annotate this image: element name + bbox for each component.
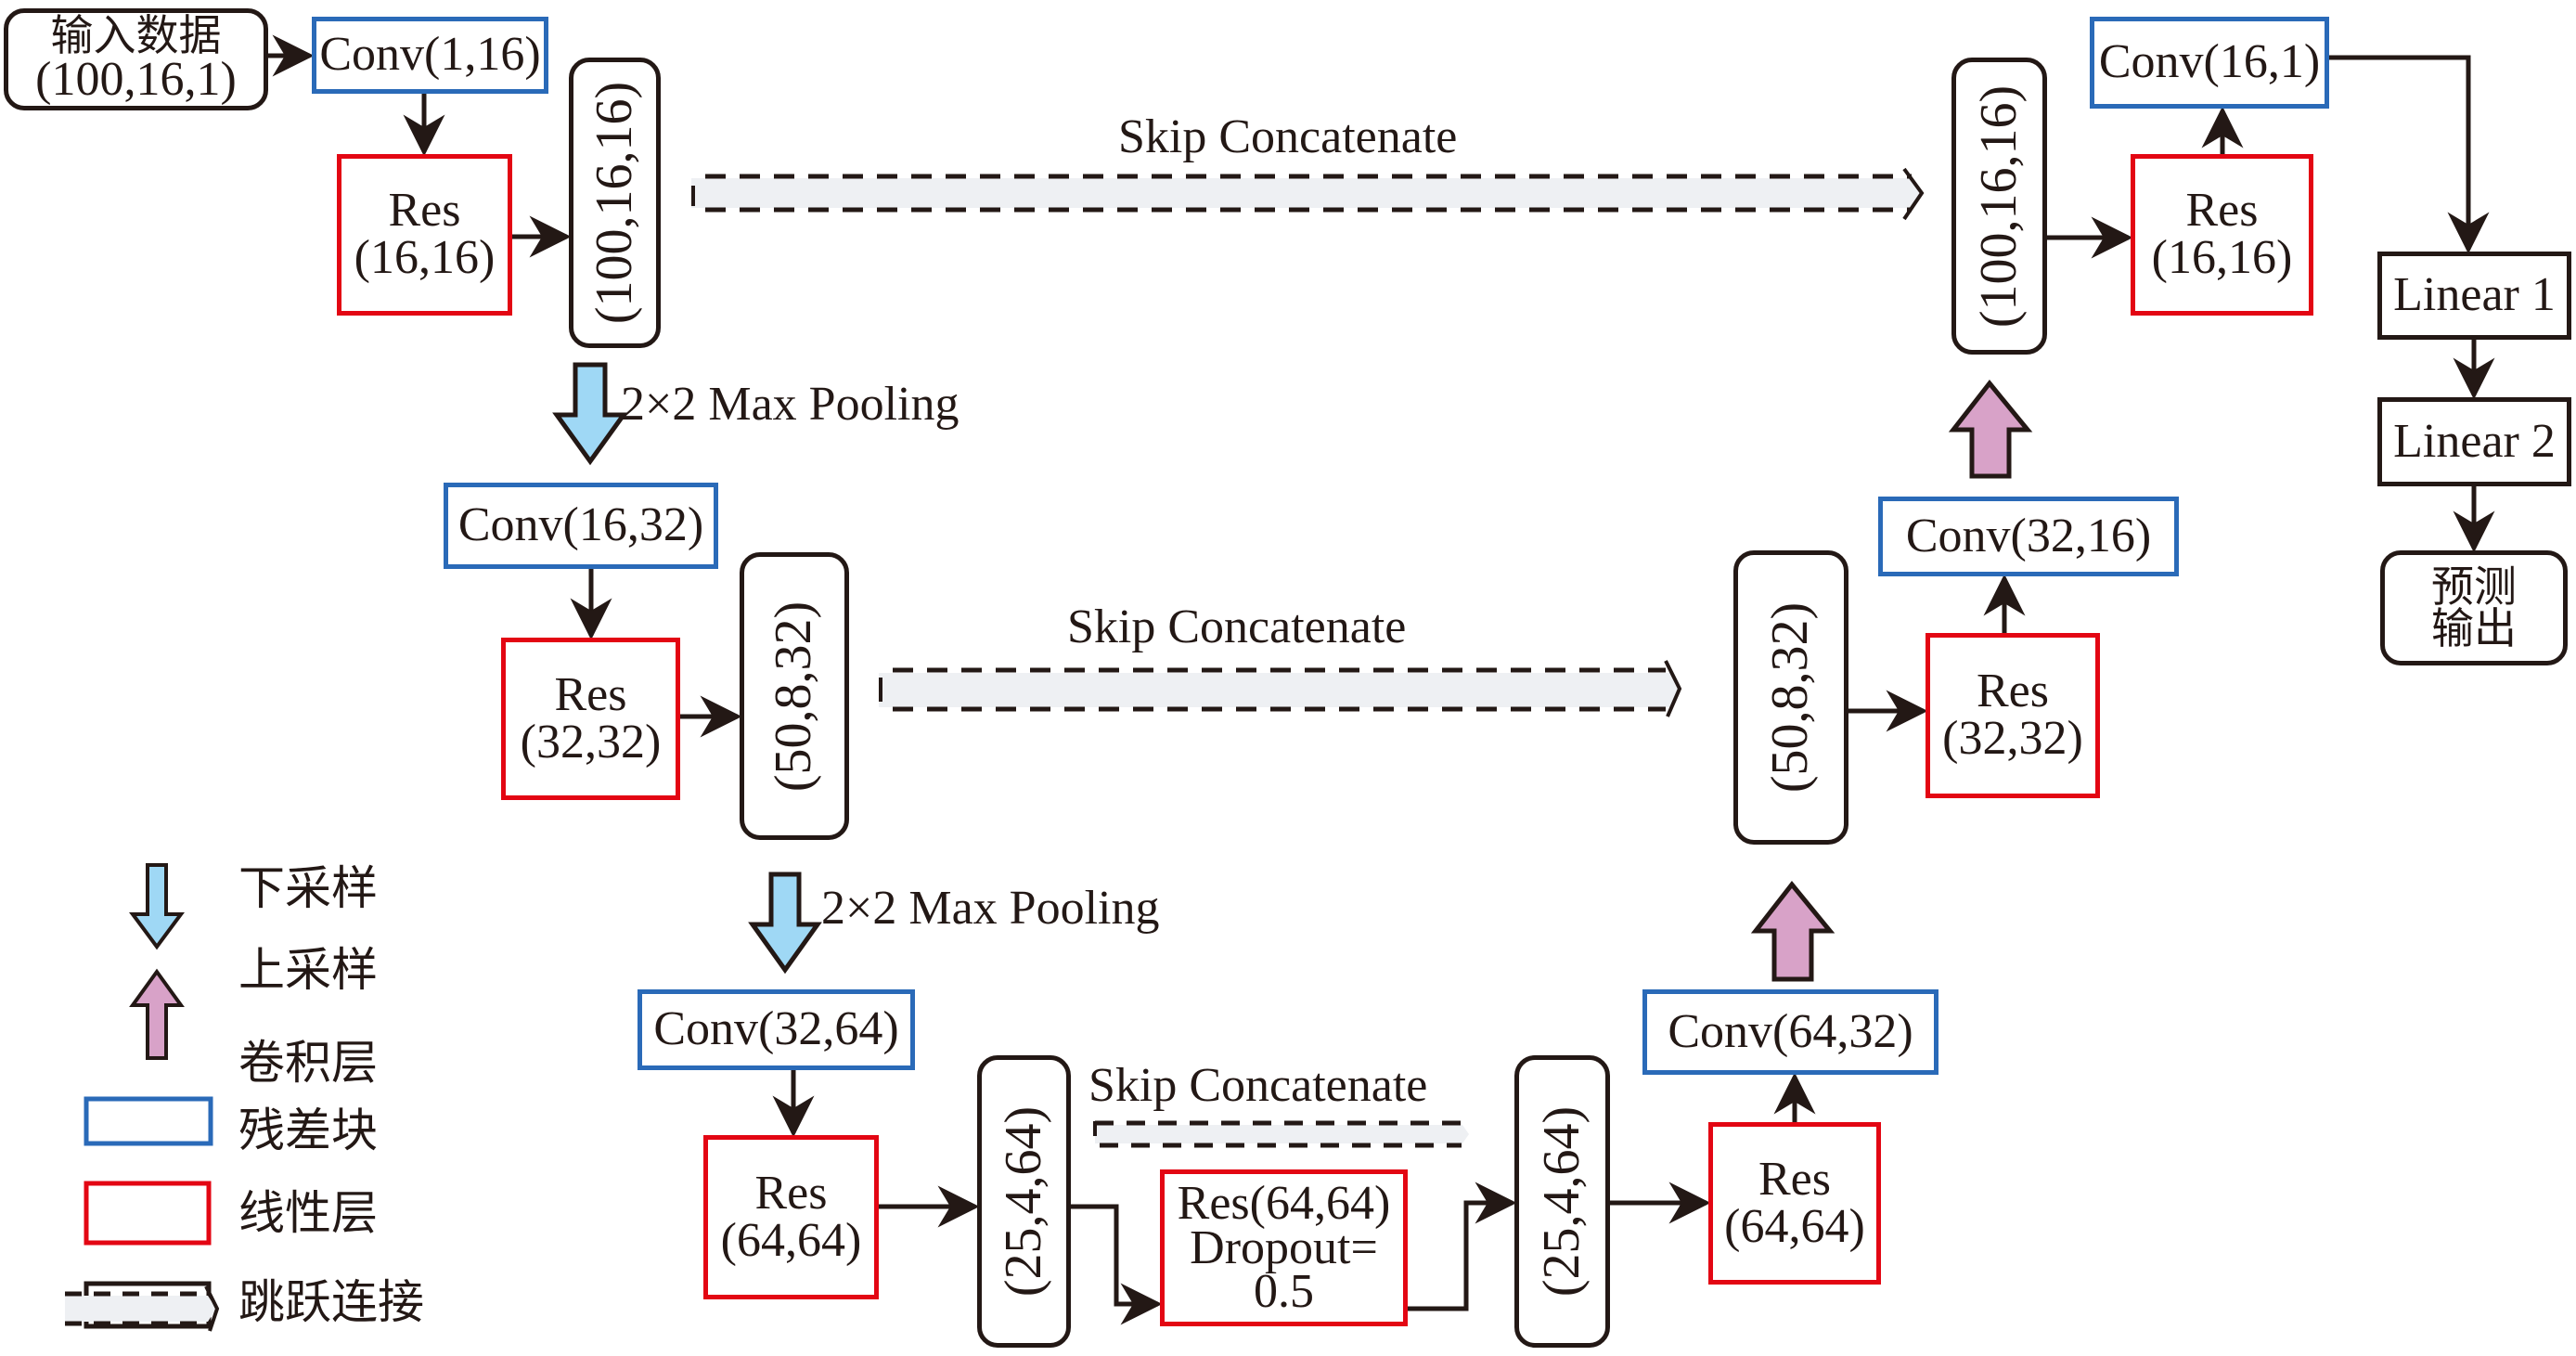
encoder-conv3-label: Conv(32,64) bbox=[653, 1002, 899, 1056]
legend-skip-label: 跳跃连接 bbox=[238, 1275, 424, 1329]
prediction-output-label-2: 输出 bbox=[2431, 603, 2517, 653]
encoder-res1-shape: (16,16) bbox=[354, 231, 496, 284]
prediction-output-box: 预测 输出 bbox=[2380, 550, 2568, 665]
prediction-output-label-1: 预测 bbox=[2431, 561, 2517, 612]
decoder-res1-label: Res bbox=[2185, 184, 2259, 238]
arrow-bottleneck-to-feat3 bbox=[1408, 1182, 1517, 1311]
legend-linear-label: 线性层 bbox=[238, 1186, 378, 1240]
encoder-feature-map-2-label: (50,8,32) bbox=[765, 601, 823, 792]
upsample-arrow-2 bbox=[1750, 880, 1835, 982]
decoder-res1: Res (16,16) bbox=[2131, 154, 2313, 316]
encoder-feature-map-2: (50,8,32) bbox=[740, 552, 849, 840]
legend-upsample-label: 上采样 bbox=[238, 943, 378, 997]
decoder-conv1-label: Conv(16,1) bbox=[2098, 35, 2321, 89]
encoder-res2: Res (32,32) bbox=[501, 638, 680, 800]
encoder-feature-map-1-label: (100,16,16) bbox=[586, 81, 644, 325]
decoder-feature-map-1: (100,16,16) bbox=[1951, 58, 2047, 355]
bottleneck-dropout-label: Dropout= bbox=[1190, 1220, 1378, 1274]
legend-linear-swatch bbox=[84, 1281, 212, 1329]
decoder-res2-shape: (32,32) bbox=[1942, 712, 2083, 765]
decoder-res1-shape: (16,16) bbox=[2151, 231, 2293, 284]
encoder-res3-shape: (64,64) bbox=[720, 1213, 862, 1267]
linear-layer-2-label: Linear 2 bbox=[2393, 414, 2556, 468]
encoder-conv1-label: Conv(1,16) bbox=[319, 28, 541, 82]
linear-layer-1-label: Linear 1 bbox=[2393, 268, 2556, 322]
arrow-conv1-to-linear1 bbox=[2329, 55, 2490, 254]
upsample-arrow-1 bbox=[1948, 379, 2033, 479]
skip-connection-2 bbox=[879, 660, 1682, 717]
decoder-conv1: Conv(16,1) bbox=[2090, 17, 2329, 109]
decoder-conv3: Conv(64,32) bbox=[1642, 989, 1938, 1075]
downsample-arrow-1 bbox=[552, 362, 628, 466]
input-data-box: 输入数据 (100,16,1) bbox=[4, 8, 268, 110]
decoder-feature-map-1-label: (100,16,16) bbox=[1970, 84, 2029, 328]
legend-upsample-icon bbox=[129, 968, 185, 1060]
encoder-res2-label: Res bbox=[554, 667, 627, 721]
downsample-arrow-2 bbox=[748, 872, 822, 975]
decoder-feature-map-3-label: (25,4,64) bbox=[1533, 1105, 1591, 1298]
decoder-res2: Res (32,32) bbox=[1926, 633, 2100, 798]
encoder-feature-map-1: (100,16,16) bbox=[569, 58, 661, 348]
encoder-res2-shape: (32,32) bbox=[520, 715, 662, 768]
legend-res-label: 残差块 bbox=[238, 1104, 378, 1157]
decoder-conv2-label: Conv(32,16) bbox=[1905, 509, 2152, 562]
linear-layer-2: Linear 2 bbox=[2377, 397, 2571, 486]
skip-label-3: Skip Concatenate bbox=[1088, 1059, 1428, 1112]
skip-label-2: Skip Concatenate bbox=[1067, 601, 1407, 653]
bottleneck-dropout-value: 0.5 bbox=[1254, 1265, 1314, 1319]
encoder-feature-map-3: (25,4,64) bbox=[977, 1055, 1071, 1348]
encoder-conv1: Conv(1,16) bbox=[312, 17, 548, 94]
bottleneck-res-label: Res(64,64) bbox=[1177, 1176, 1391, 1230]
decoder-res3-label: Res bbox=[1758, 1152, 1831, 1206]
encoder-res3-label: Res bbox=[754, 1166, 828, 1220]
bottleneck-res-dropout: Res(64,64) Dropout= 0.5 bbox=[1160, 1169, 1408, 1326]
decoder-feature-map-2-label: (50,8,32) bbox=[1761, 601, 1820, 794]
arrow-feat3-to-bottleneck bbox=[1071, 1204, 1163, 1325]
skip-label-1: Skip Concatenate bbox=[1118, 110, 1458, 163]
pooling-label-1: 2×2 Max Pooling bbox=[621, 378, 960, 431]
encoder-conv3: Conv(32,64) bbox=[638, 989, 915, 1070]
legend-downsample-label: 下采样 bbox=[238, 861, 378, 915]
legend-conv-label: 卷积层 bbox=[238, 1036, 378, 1090]
encoder-res1-label: Res bbox=[388, 184, 461, 238]
input-label: 输入数据 bbox=[50, 9, 222, 60]
decoder-conv3-label: Conv(64,32) bbox=[1668, 1004, 1913, 1058]
legend-res-swatch bbox=[84, 1181, 212, 1246]
decoder-res3-shape: (64,64) bbox=[1724, 1199, 1865, 1253]
decoder-feature-map-2: (50,8,32) bbox=[1733, 550, 1848, 845]
input-shape: (100,16,1) bbox=[35, 53, 237, 107]
skip-connection-3 bbox=[1093, 1120, 1469, 1148]
linear-layer-1: Linear 1 bbox=[2377, 252, 2571, 340]
decoder-feature-map-3: (25,4,64) bbox=[1514, 1055, 1610, 1348]
encoder-conv2-label: Conv(16,32) bbox=[457, 498, 704, 552]
legend-downsample-icon bbox=[129, 863, 185, 950]
decoder-res3: Res (64,64) bbox=[1708, 1122, 1881, 1285]
encoder-res1: Res (16,16) bbox=[337, 154, 512, 316]
encoder-res3: Res (64,64) bbox=[703, 1135, 879, 1299]
pooling-label-2: 2×2 Max Pooling bbox=[821, 882, 1160, 935]
encoder-feature-map-3-label: (25,4,64) bbox=[995, 1105, 1053, 1298]
encoder-conv2: Conv(16,32) bbox=[444, 483, 718, 569]
decoder-conv2: Conv(32,16) bbox=[1878, 497, 2179, 576]
decoder-res2-label: Res bbox=[1977, 665, 2049, 718]
legend-conv-swatch bbox=[84, 1096, 213, 1146]
skip-connection-1 bbox=[691, 167, 1925, 221]
